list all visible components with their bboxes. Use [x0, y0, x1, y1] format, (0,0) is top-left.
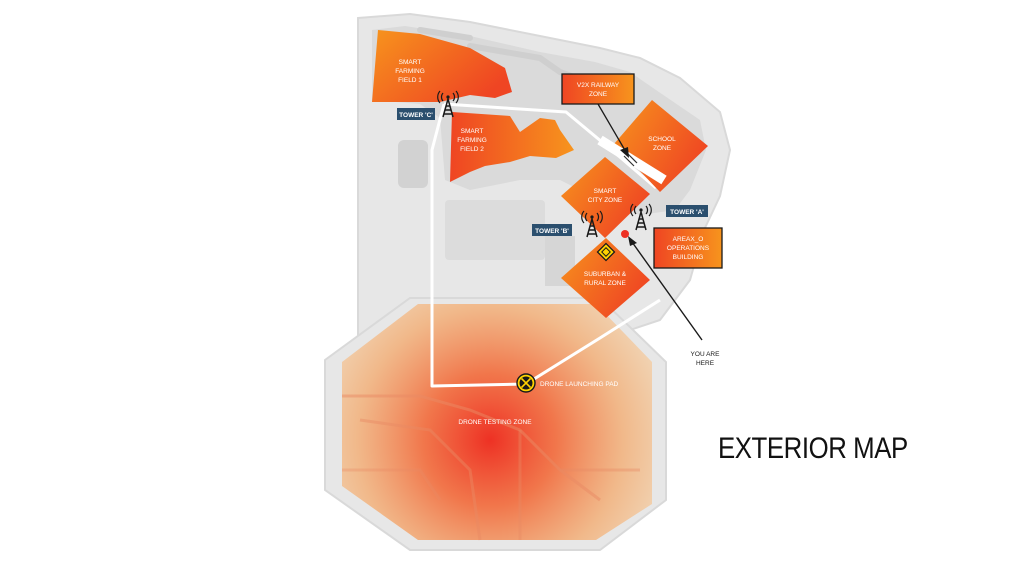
callout-v2x-railway[interactable]: V2X RAILWAY ZONE [561, 73, 635, 105]
zone-label-line: FIELD 1 [398, 77, 422, 84]
drone-testing-zone: DRONE TESTING ZONE [342, 304, 652, 541]
zone-label-line: SMART [594, 188, 617, 195]
zone-smart-city[interactable]: SMART CITY ZONE [561, 157, 650, 238]
callout-label-line: V2X RAILWAY [577, 82, 620, 89]
you-are-here-label: YOU ARE [691, 351, 721, 358]
zone-smart-farming-field-2[interactable]: SMART FARMING FIELD 2 [450, 112, 574, 182]
zone-suburban-rural[interactable]: SUBURBAN & RURAL ZONE [561, 238, 650, 318]
radio-tower-icon[interactable] [581, 210, 603, 238]
zone-label-line: SCHOOL [648, 136, 676, 143]
callout-arrow-v2x [597, 103, 629, 158]
callout-label-line: OPERATIONS [667, 245, 710, 252]
tower-a-text: TOWER 'A' [670, 209, 704, 216]
callout-areax-operations[interactable]: AREAX_O OPERATIONS BUILDING [653, 227, 723, 269]
drone-launching-pad-label: DRONE LAUNCHING PAD [540, 381, 619, 388]
zone-label-line: SMART [399, 59, 422, 66]
drone-testing-zone-label: DRONE TESTING ZONE [458, 419, 532, 426]
tower-a-label: TOWER 'A' [666, 205, 708, 217]
tower-c-text: TOWER 'C' [399, 112, 433, 119]
zone-label-line: CITY ZONE [588, 197, 623, 204]
radio-tower-icon[interactable] [630, 203, 652, 231]
map-title: EXTERIOR MAP [718, 432, 908, 465]
red-dot-icon[interactable] [621, 230, 629, 238]
route-path [430, 102, 661, 388]
zone-school[interactable]: SCHOOL ZONE [614, 100, 708, 192]
you-are-here-label: HERE [696, 360, 715, 367]
radio-tower-icon[interactable] [437, 90, 459, 118]
tower-b-text: TOWER 'B' [535, 228, 569, 235]
zone-label-line: RURAL ZONE [584, 280, 626, 287]
zone-smart-farming-field-1[interactable]: SMART FARMING FIELD 1 [372, 30, 512, 102]
zone-label-line: FARMING [395, 68, 425, 75]
crossed-circle-icon[interactable] [516, 373, 536, 393]
zone-label-line: FARMING [457, 137, 487, 144]
callout-label-line: BUILDING [673, 254, 704, 261]
zone-label-line: SUBURBAN & [584, 271, 627, 278]
you-are-here-arrow [628, 236, 703, 341]
callout-label-line: ZONE [589, 91, 608, 98]
tower-c-label: TOWER 'C' [397, 108, 435, 120]
callout-label-line: AREAX_O [673, 236, 704, 243]
zone-label-line: ZONE [653, 145, 672, 152]
tower-b-label: TOWER 'B' [532, 224, 572, 236]
zone-label-line: SMART [461, 128, 484, 135]
diamond-sign-icon[interactable] [596, 242, 616, 262]
zone-label-line: FIELD 2 [460, 146, 484, 153]
